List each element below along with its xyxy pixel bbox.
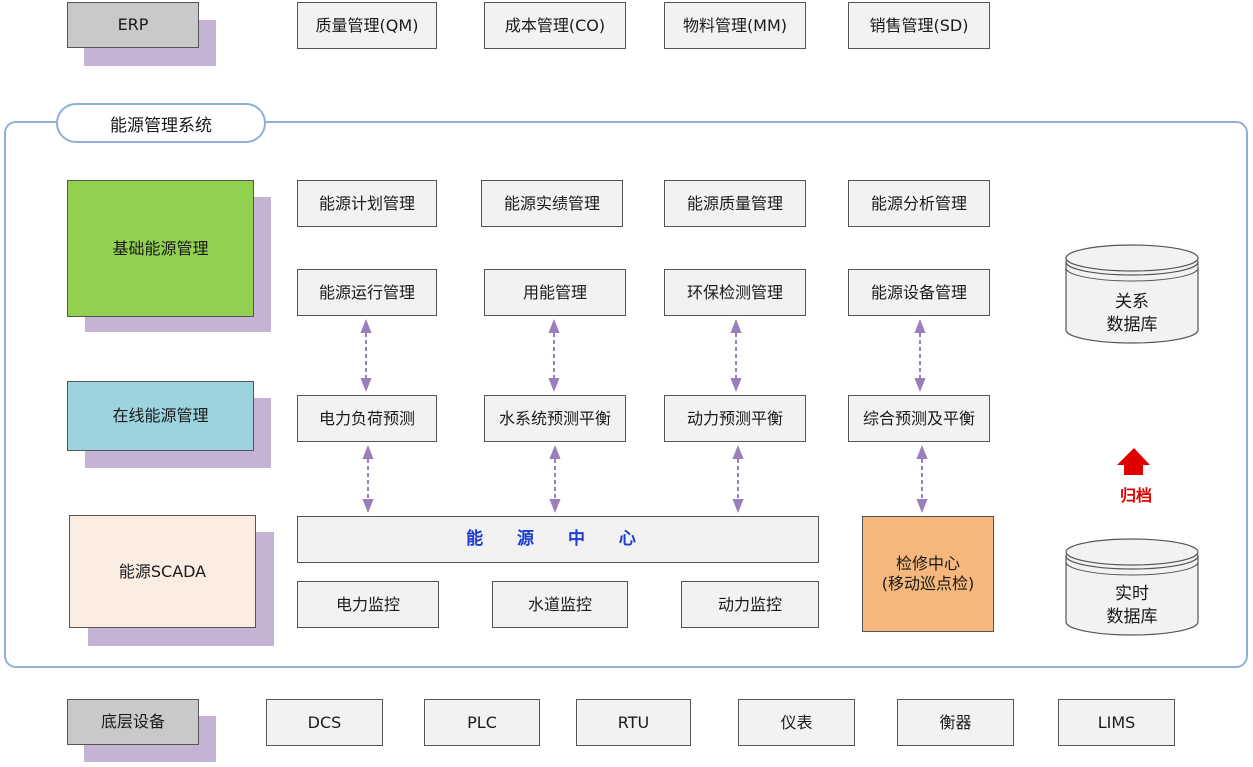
device-rtu-label: RTU <box>617 712 650 732</box>
realtime-database-icon <box>1065 538 1199 636</box>
maintenance-center-sublabel: (移动巡点检) <box>881 574 975 593</box>
relational-database-icon <box>1065 244 1199 344</box>
energy-equipment-mgmt[interactable]: 能源设备管理 <box>848 269 990 316</box>
integrated-forecast-balance[interactable]: 综合预测及平衡 <box>848 395 990 442</box>
basic-energy-layer-label: 基础能源管理 <box>112 238 209 258</box>
power-forecast-balance[interactable]: 动力预测平衡 <box>664 395 806 442</box>
device-plc-label: PLC <box>467 712 497 732</box>
module-qm-label: 质量管理(QM) <box>315 15 419 35</box>
device-plc[interactable]: PLC <box>424 699 540 746</box>
energy-quality-mgmt-label: 能源质量管理 <box>686 193 783 213</box>
integrated-forecast-balance-label: 综合预测及平衡 <box>862 408 975 428</box>
module-qm[interactable]: 质量管理(QM) <box>297 2 437 49</box>
online-energy-layer-label: 在线能源管理 <box>112 406 209 425</box>
energy-performance-mgmt[interactable]: 能源实绩管理 <box>481 180 623 227</box>
energy-center-bar[interactable]: 能 源 中 心 <box>297 516 819 563</box>
maintenance-center-label: 检修中心 <box>895 554 960 573</box>
water-monitoring[interactable]: 水道监控 <box>492 581 628 628</box>
energy-system-title-label: 能源管理系统 <box>110 115 212 136</box>
water-forecast-balance[interactable]: 水系统预测平衡 <box>484 395 626 442</box>
module-co-label: 成本管理(CO) <box>504 15 606 35</box>
energy-system-title: 能源管理系统 <box>56 103 266 143</box>
erp-tag[interactable]: ERP <box>67 2 199 48</box>
scada-layer-label: 能源SCADA <box>118 561 207 581</box>
relational-database-line2: 数据库 <box>1106 315 1158 335</box>
realtime-database-line2: 数据库 <box>1106 607 1158 627</box>
dynamic-power-monitoring-label: 动力监控 <box>717 594 782 614</box>
basic-energy-layer[interactable]: 基础能源管理 <box>67 180 254 317</box>
realtime-database-label: 实时 数据库 <box>1066 583 1198 629</box>
power-monitoring[interactable]: 电力监控 <box>297 581 439 628</box>
water-forecast-balance-label: 水系统预测平衡 <box>498 408 611 428</box>
energy-analysis-mgmt[interactable]: 能源分析管理 <box>848 180 990 227</box>
module-co[interactable]: 成本管理(CO) <box>484 2 626 49</box>
power-monitoring-label: 电力监控 <box>335 594 400 614</box>
energy-operation-mgmt[interactable]: 能源运行管理 <box>297 269 437 316</box>
module-sd[interactable]: 销售管理(SD) <box>848 2 990 49</box>
power-load-forecast-label: 电力负荷预测 <box>318 408 415 428</box>
maintenance-center[interactable]: 检修中心 (移动巡点检) <box>862 516 994 632</box>
device-dcs-label: DCS <box>307 712 342 732</box>
energy-analysis-mgmt-label: 能源分析管理 <box>870 193 967 213</box>
device-scale-label: 衡器 <box>939 712 972 732</box>
env-monitoring-mgmt[interactable]: 环保检测管理 <box>664 269 806 316</box>
energy-equipment-mgmt-label: 能源设备管理 <box>870 282 967 302</box>
module-mm[interactable]: 物料管理(MM) <box>664 2 806 49</box>
online-energy-layer[interactable]: 在线能源管理 <box>67 381 254 451</box>
energy-usage-mgmt[interactable]: 用能管理 <box>484 269 626 316</box>
archive-label: 归档 <box>1119 486 1152 505</box>
bottom-devices-tag-label: 底层设备 <box>100 712 165 731</box>
energy-system-frame <box>4 121 1248 668</box>
water-monitoring-label: 水道监控 <box>527 594 592 614</box>
device-meter-label: 仪表 <box>780 712 813 732</box>
device-dcs[interactable]: DCS <box>266 699 383 746</box>
energy-center-label: 能 源 中 心 <box>466 528 650 549</box>
erp-tag-label: ERP <box>117 15 149 34</box>
device-meter[interactable]: 仪表 <box>738 699 855 746</box>
device-lims[interactable]: LIMS <box>1058 699 1175 746</box>
device-lims-label: LIMS <box>1097 712 1136 732</box>
realtime-database-line1: 实时 <box>1115 584 1149 604</box>
dynamic-power-monitoring[interactable]: 动力监控 <box>681 581 819 628</box>
energy-performance-mgmt-label: 能源实绩管理 <box>503 193 600 213</box>
archive-arrow-icon <box>1117 448 1150 475</box>
device-scale[interactable]: 衡器 <box>897 699 1014 746</box>
energy-plan-mgmt[interactable]: 能源计划管理 <box>297 180 437 227</box>
env-monitoring-mgmt-label: 环保检测管理 <box>686 282 783 302</box>
device-rtu[interactable]: RTU <box>576 699 691 746</box>
relational-database-label: 关系 数据库 <box>1066 291 1198 337</box>
power-load-forecast[interactable]: 电力负荷预测 <box>297 395 437 442</box>
module-mm-label: 物料管理(MM) <box>682 15 788 35</box>
energy-operation-mgmt-label: 能源运行管理 <box>318 282 415 302</box>
power-forecast-balance-label: 动力预测平衡 <box>686 408 783 428</box>
energy-plan-mgmt-label: 能源计划管理 <box>318 193 415 213</box>
module-sd-label: 销售管理(SD) <box>869 15 969 35</box>
energy-quality-mgmt[interactable]: 能源质量管理 <box>664 180 806 227</box>
bottom-devices-tag[interactable]: 底层设备 <box>67 699 199 745</box>
energy-usage-mgmt-label: 用能管理 <box>522 282 587 302</box>
scada-layer[interactable]: 能源SCADA <box>69 515 256 628</box>
relational-database-line1: 关系 <box>1115 292 1149 312</box>
